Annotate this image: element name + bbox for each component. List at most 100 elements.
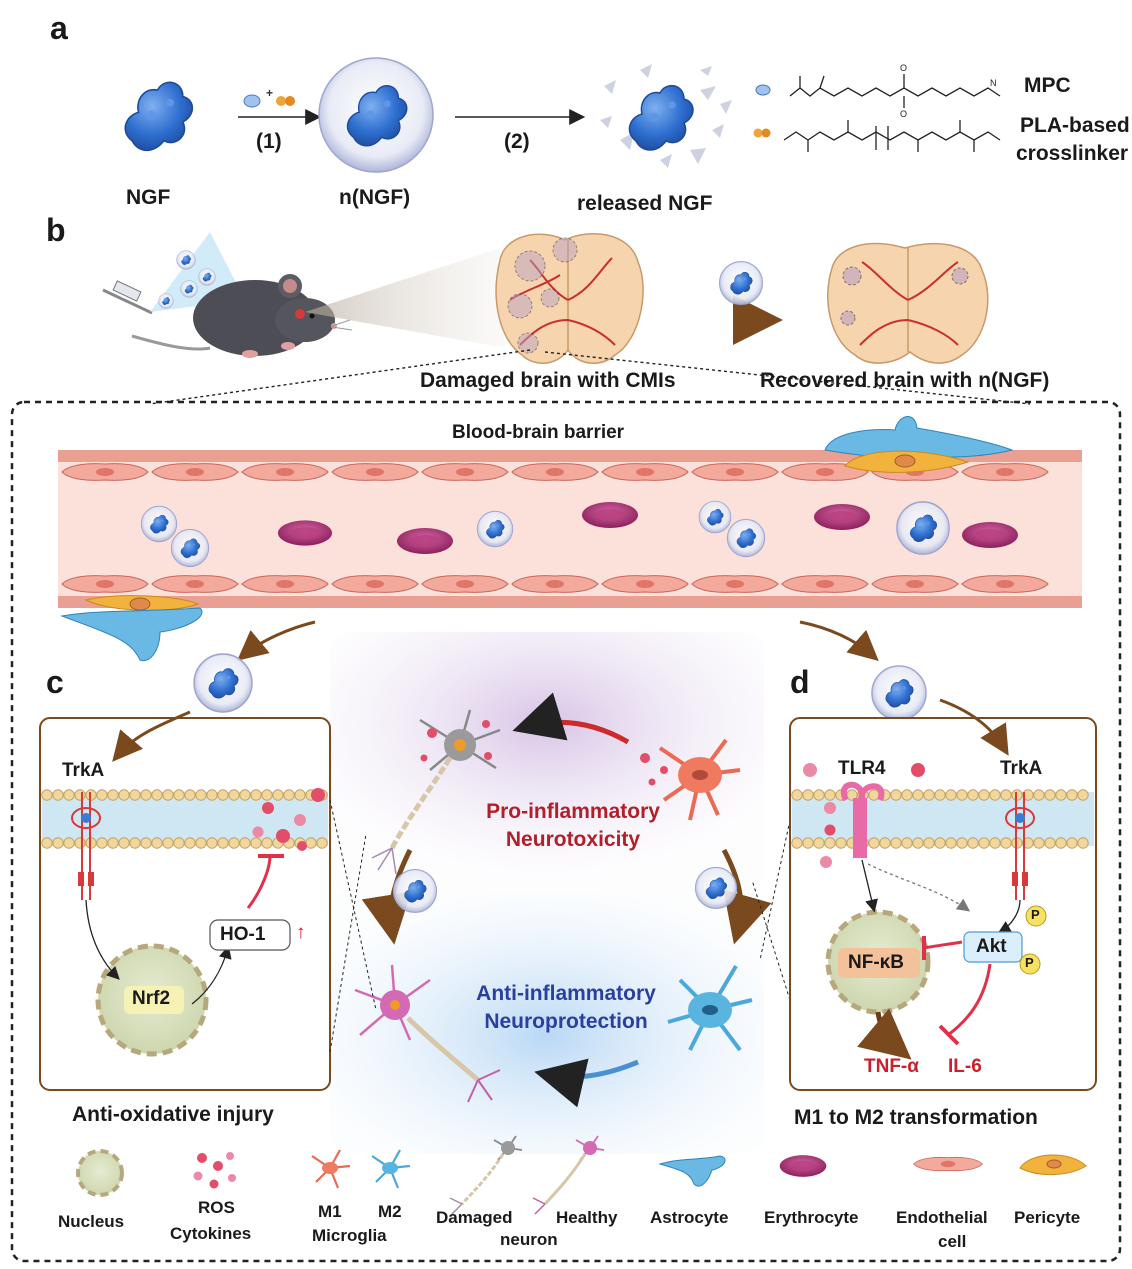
pla-label-line2: crosslinker	[1016, 142, 1129, 165]
lipid-head	[294, 789, 306, 801]
lipid-head	[1066, 837, 1078, 849]
lipid-head	[184, 789, 196, 801]
legend-cytokines: Cytokines	[170, 1224, 252, 1243]
healthy-neuron-center	[354, 964, 501, 1103]
step2-label: (2)	[504, 130, 530, 153]
legend-icons	[76, 1135, 1087, 1215]
legend-pericyte: Pericyte	[1014, 1208, 1081, 1227]
damaged-neuron-center	[371, 709, 501, 875]
mouse-illustration	[131, 274, 353, 358]
lipid-head	[107, 789, 119, 801]
lipid-head	[261, 789, 273, 801]
recovered-brain-label: Recovered brain with n(NGF)	[760, 369, 1050, 392]
lipid-head	[835, 837, 847, 849]
legend-endothelial-icon	[912, 1156, 984, 1172]
nrf2-box	[124, 986, 184, 1014]
legend-m2: M2	[378, 1202, 402, 1221]
lipid-head	[118, 837, 130, 849]
legend-m1: M1	[318, 1202, 342, 1221]
lipid-head	[1044, 789, 1056, 801]
lipid-head	[41, 789, 53, 801]
lipid-head	[901, 837, 913, 849]
legend-astrocyte-icon	[658, 1155, 726, 1187]
pro-inflammatory-line2: Neurotoxicity	[505, 828, 641, 851]
svg-text:N: N	[990, 78, 997, 88]
lipid-head	[956, 789, 968, 801]
lipid-head	[802, 789, 814, 801]
lipid-head	[945, 789, 957, 801]
akt-box	[963, 931, 1023, 963]
tnf-label: TNF-α	[864, 1056, 919, 1077]
lipid-head	[912, 789, 924, 801]
panel-label-d: d	[790, 664, 810, 700]
lipid-head	[250, 789, 262, 801]
mpc-structure	[789, 74, 1001, 108]
released-ngf-label: released NGF	[577, 192, 713, 215]
legend-damaged-neuron-icon	[449, 1135, 523, 1215]
legend-microglia: Microglia	[312, 1226, 387, 1245]
lipid-head	[140, 837, 152, 849]
lipid-head	[250, 837, 262, 849]
tlr4-receptor	[840, 781, 885, 858]
lipid-head	[305, 837, 317, 849]
lipid-head	[978, 789, 990, 801]
lipid-head	[1000, 837, 1012, 849]
lipid-head	[52, 789, 64, 801]
phospho-label-2: P	[1025, 955, 1034, 970]
nngf-label: n(NGF)	[339, 186, 411, 209]
m1-microglia-center	[640, 738, 741, 821]
light-beam	[305, 248, 505, 348]
svg-text:O: O	[900, 109, 907, 119]
panel-label-b: b	[46, 212, 66, 248]
nngf-b	[720, 262, 763, 305]
panel-b-graphics	[102, 232, 1031, 405]
ho1-box	[209, 919, 291, 951]
anti-inflammatory-line1: Anti-inflammatory	[476, 982, 656, 1005]
akt-label: Akt	[976, 936, 1007, 957]
lipid-head	[63, 789, 75, 801]
pro-inflammatory-line1: Pro-inflammatory	[486, 800, 660, 823]
m1-m2-caption: M1 to M2 transformation	[794, 1106, 1038, 1129]
released-ngf-fragments	[600, 64, 732, 168]
legend-ros-icon	[193, 1152, 236, 1189]
lipid-head	[206, 837, 218, 849]
legend-ros: ROS	[198, 1198, 235, 1217]
ros-dots-c	[252, 788, 325, 851]
lipid-head	[813, 837, 825, 849]
legend-endothelial: Endothelial	[896, 1208, 988, 1227]
lipid-head	[1077, 789, 1089, 801]
erythrocyte	[277, 520, 333, 546]
lipid-head	[967, 837, 979, 849]
nrf2-label: Nrf2	[132, 988, 171, 1009]
lipid-head	[173, 789, 185, 801]
lipid-head	[923, 837, 935, 849]
trka-label-d: TrkA	[1000, 758, 1043, 779]
astrocyte-bottom	[60, 607, 203, 662]
nngf-d	[872, 666, 926, 720]
lipid-head	[96, 837, 108, 849]
trka-receptor-c	[71, 792, 101, 900]
step1-label: (1)	[256, 130, 282, 153]
legend-m2-icon	[371, 1149, 411, 1189]
lipid-head	[824, 789, 836, 801]
lipid-head	[912, 837, 924, 849]
zoom-frame	[10, 400, 1122, 1263]
lipid-head	[989, 789, 1001, 801]
panel-a-graphics: + O O N	[124, 57, 1001, 173]
lipid-head	[934, 837, 946, 849]
lipid-head	[129, 837, 141, 849]
panel-label-c: c	[46, 664, 64, 700]
lipid-head	[1033, 837, 1045, 849]
lipid-head	[239, 837, 251, 849]
lipid-head	[901, 789, 913, 801]
lipid-head	[41, 837, 53, 849]
membrane-d	[791, 789, 1094, 849]
lipid-head	[956, 837, 968, 849]
panel-d-box	[789, 717, 1097, 1091]
lipid-head	[802, 837, 814, 849]
lipid-head	[791, 837, 803, 849]
lipid-head	[96, 789, 108, 801]
damaged-brain-label: Damaged brain with CMIs	[420, 369, 676, 392]
m2-microglia-center	[667, 964, 753, 1052]
lipid-head	[989, 837, 1001, 849]
